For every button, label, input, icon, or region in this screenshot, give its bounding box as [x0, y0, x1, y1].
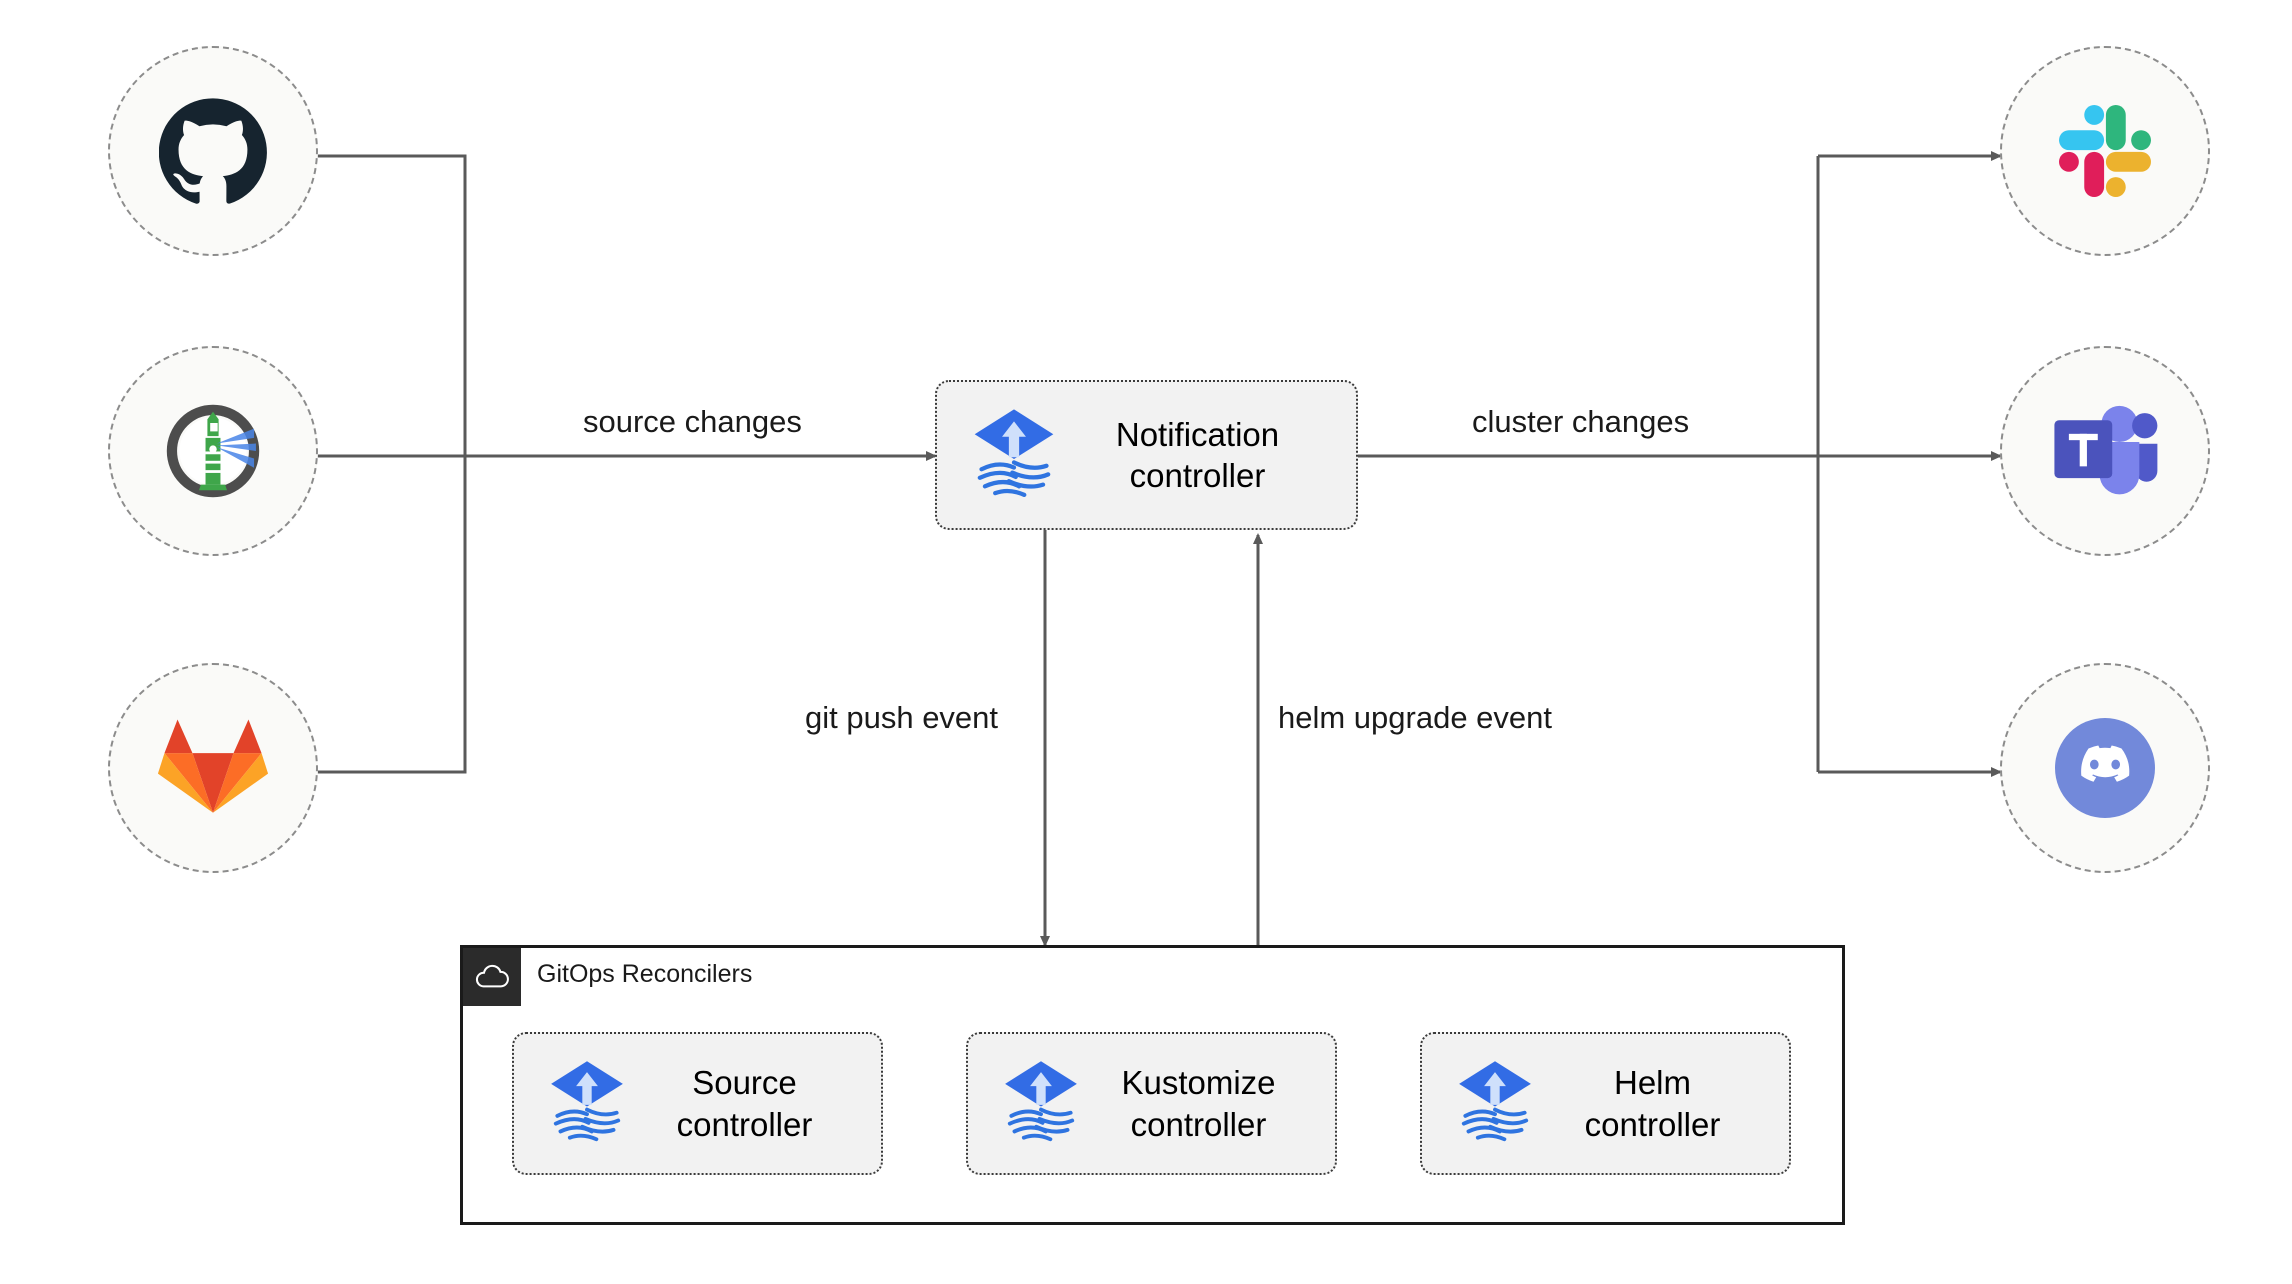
cloud-icon-badge: [463, 948, 521, 1006]
github-icon: [159, 98, 267, 204]
source-controller-node[interactable]: Source controller: [512, 1032, 883, 1175]
kustomize-controller-label: Kustomize controller: [1121, 1064, 1276, 1143]
flux-icon: [1002, 1058, 1080, 1149]
notification-controller-label: Notification controller: [1115, 415, 1280, 494]
source-node-gitlab[interactable]: [108, 663, 318, 873]
edge-label-git-push-event: git push event: [805, 700, 999, 735]
edge-label-helm-upgrade-event: helm upgrade event: [1278, 700, 1553, 735]
source-controller-label: Source controller: [676, 1064, 813, 1143]
edge-label-source-changes: source changes: [583, 404, 802, 439]
edge-label-cluster-changes: cluster changes: [1472, 404, 1690, 439]
source-node-gitops[interactable]: [108, 346, 318, 556]
microsoft-teams-icon: [2054, 405, 2158, 495]
source-node-github[interactable]: [108, 46, 318, 256]
helm-controller-label: Helm controller: [1584, 1064, 1721, 1143]
helm-controller-node[interactable]: Helm controller: [1420, 1032, 1791, 1175]
slack-icon: [2059, 105, 2151, 197]
kustomize-controller-node[interactable]: Kustomize controller: [966, 1032, 1337, 1175]
gitops-reconcilers-title: GitOps Reconcilers: [537, 960, 753, 988]
destination-node-slack[interactable]: [2000, 46, 2210, 256]
gitlab-icon: [157, 719, 269, 813]
gitops-lighthouse-icon: [166, 404, 260, 498]
cloud-icon: [475, 964, 509, 988]
discord-icon: [2055, 718, 2155, 818]
destination-node-teams[interactable]: [2000, 346, 2210, 556]
notification-controller-node[interactable]: Notification controller: [935, 380, 1358, 530]
flux-icon: [971, 406, 1057, 505]
flux-icon: [548, 1058, 626, 1149]
destination-node-discord[interactable]: [2000, 663, 2210, 873]
flux-icon: [1456, 1058, 1534, 1149]
